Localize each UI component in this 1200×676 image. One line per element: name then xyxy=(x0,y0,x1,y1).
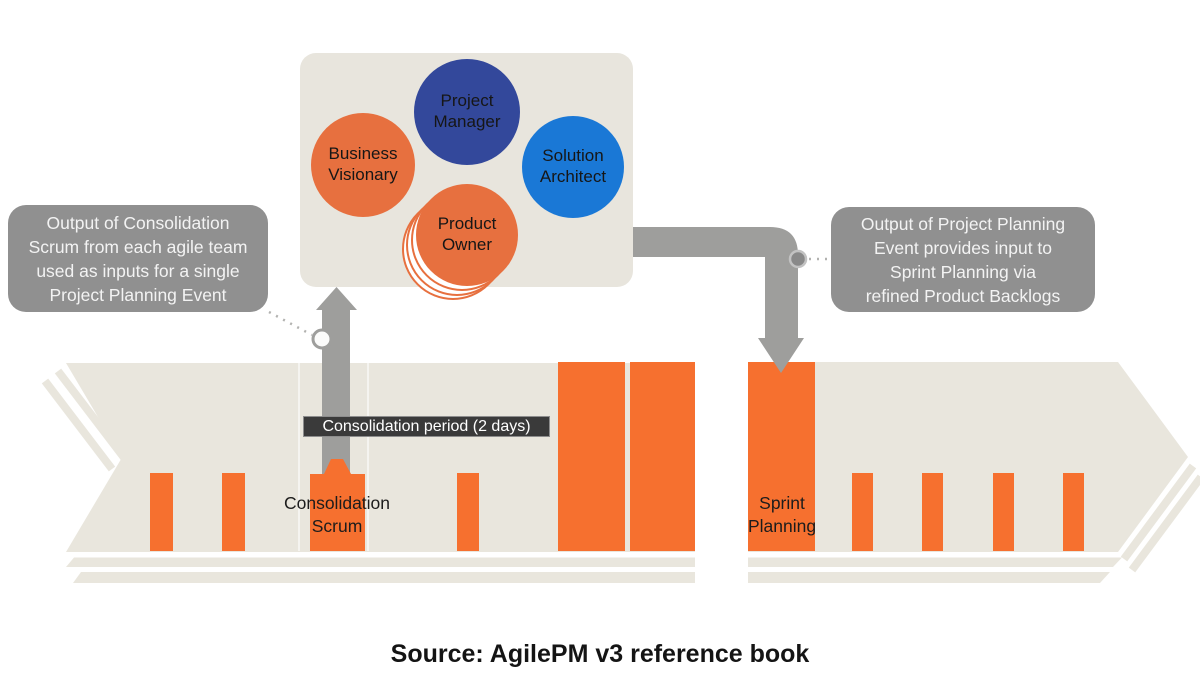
consolidation-period-badge: Consolidation period (2 days) xyxy=(303,416,550,437)
left-callout-connector-dot xyxy=(311,328,333,350)
left-callout: Output of Consolidation Scrum from each … xyxy=(8,205,268,312)
right-banner-stack-chevron-1 xyxy=(1120,463,1197,562)
solution-architect-label: Solution Architect xyxy=(539,146,607,186)
right-banner-stack-strip-2 xyxy=(748,572,1110,583)
timebox-mark xyxy=(150,473,173,551)
project-planning-block-1 xyxy=(558,362,625,551)
right-callout: Output of Project Planning Event provide… xyxy=(831,207,1095,312)
up-arrow-head xyxy=(316,287,357,310)
sprint-planning-label: Sprint Planning xyxy=(747,493,817,536)
right-banner-stack-strip-1 xyxy=(748,557,1122,567)
left-banner-stack-chevron-1 xyxy=(54,368,129,462)
left-callout-line: Project Planning Event xyxy=(49,284,227,305)
project-manager-circle: Project Manager xyxy=(414,59,520,165)
business-visionary-circle: Business Visionary xyxy=(311,113,415,217)
left-banner-stack-strip-1 xyxy=(66,557,695,567)
sprint-planning-block xyxy=(748,362,815,551)
business-visionary-label: Business Visionary xyxy=(328,144,398,184)
timebox-mark xyxy=(922,473,943,551)
solution-architect-circle: Solution Architect xyxy=(522,116,624,218)
timebox-mark xyxy=(222,473,245,551)
left-callout-line: used as inputs for a single xyxy=(36,260,240,281)
timebox-mark xyxy=(457,473,479,551)
right-callout-line: Sprint Planning via xyxy=(890,261,1036,282)
timebox-mark xyxy=(852,473,873,551)
right-callout-line: Output of Project Planning xyxy=(860,213,1066,234)
left-banner-stack-chevron-2 xyxy=(41,378,116,472)
timebox-mark xyxy=(1063,473,1084,551)
roles-box: Project Manager Business Visionary Solut… xyxy=(300,53,633,300)
right-banner-stack-chevron-2 xyxy=(1128,474,1200,573)
right-callout-connector-dot xyxy=(788,249,808,269)
left-banner-stack-strip-2 xyxy=(73,572,695,583)
right-callout-line: refined Product Backlogs xyxy=(865,285,1061,306)
project-planning-block-2 xyxy=(630,362,695,551)
project-manager-label: Project Manager xyxy=(433,91,501,131)
left-callout-line: Scrum from each agile team xyxy=(28,236,248,257)
up-arrow-shaft xyxy=(322,303,350,478)
consolidation-scrum-mark xyxy=(310,459,365,551)
left-callout-dotted-line xyxy=(268,310,313,337)
timebox-mark xyxy=(993,473,1014,551)
product-owner-label: Product Owner xyxy=(437,214,497,254)
consolidation-scrum-label: Consolidation Scrum xyxy=(283,493,391,536)
elbow-arrow xyxy=(630,227,804,373)
left-callout-line: Output of Consolidation xyxy=(46,212,230,233)
source-caption: Source: AgilePM v3 reference book xyxy=(390,640,810,668)
product-owner-circle: Product Owner xyxy=(416,184,518,286)
right-callout-line: Event provides input to xyxy=(873,237,1053,258)
